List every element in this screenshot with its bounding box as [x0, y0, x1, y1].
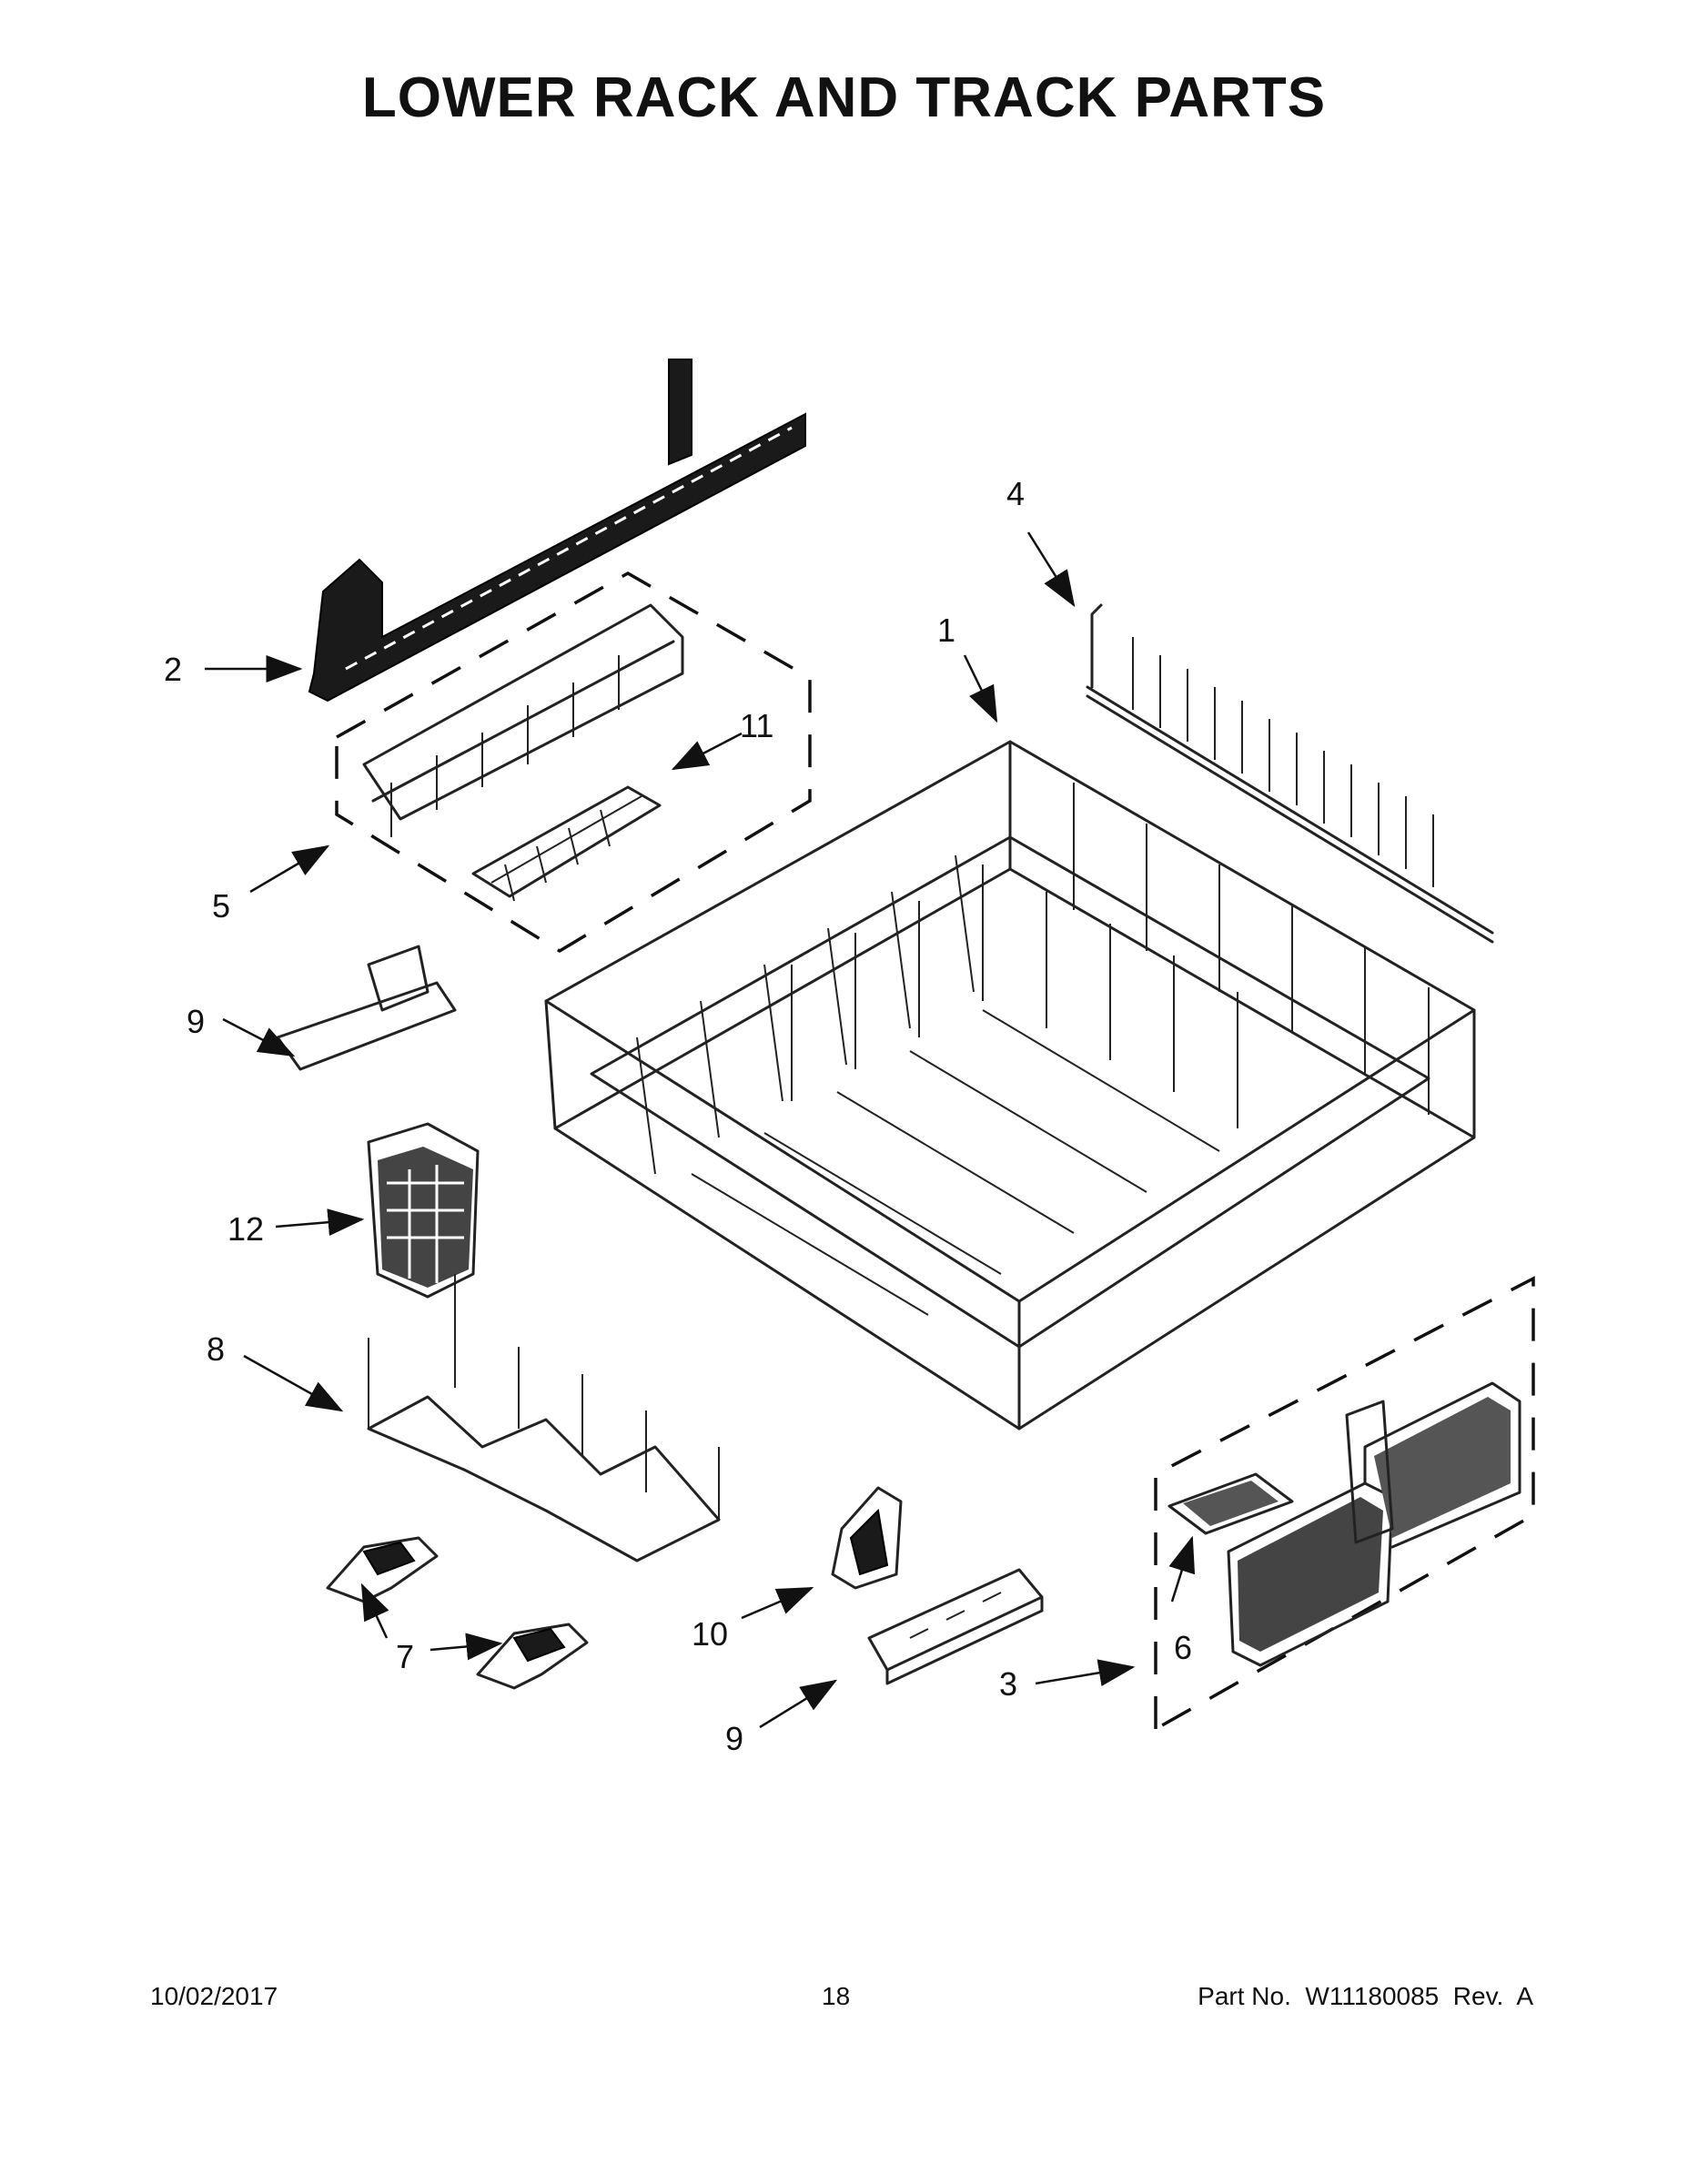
callout-9-upper: 9 — [187, 1003, 206, 1040]
small-basket-part — [367, 1122, 480, 1299]
callout-6: 6 — [1174, 1629, 1193, 1666]
wine-rack-part — [367, 1274, 721, 1562]
callout-1: 1 — [937, 612, 956, 649]
callout-3: 3 — [999, 1665, 1018, 1703]
rack-roller-part-7a — [326, 1536, 439, 1603]
rack-clip-part-9a — [276, 945, 457, 1071]
assembly-5-outline — [335, 571, 812, 954]
callout-10: 10 — [692, 1615, 729, 1653]
tine-row-part — [1086, 603, 1494, 944]
rack-clip-part-9b — [867, 1568, 1044, 1685]
assembly-3-outline — [1154, 1276, 1535, 1731]
lower-rack-part — [544, 740, 1476, 1431]
footer-date: 10/02/2017 — [150, 1982, 278, 2010]
wire-shelf-part — [362, 603, 684, 837]
cup-clip-part-11 — [471, 785, 662, 902]
callout-12: 12 — [227, 1210, 265, 1248]
callout-2: 2 — [164, 651, 183, 688]
footer-part-number: Part No. W11180085 Rev. A — [1198, 1982, 1533, 2010]
callout-8: 8 — [207, 1330, 226, 1368]
page-title: LOWER RACK AND TRACK PARTS — [361, 66, 1327, 129]
callout-11: 11 — [740, 707, 774, 744]
callout-5: 5 — [212, 887, 231, 925]
callout-7: 7 — [396, 1638, 415, 1675]
callout-4: 4 — [1006, 475, 1026, 512]
footer-page-number: 18 — [822, 1982, 851, 2010]
silverware-basket-part — [1227, 1381, 1521, 1667]
stop-clip-part-10 — [831, 1486, 903, 1590]
basket-lid-part — [1167, 1472, 1294, 1535]
callout-9-lower: 9 — [725, 1720, 744, 1757]
track-rail-part — [308, 359, 806, 703]
rack-roller-part-7b — [476, 1623, 589, 1690]
leader-arrows — [205, 531, 1196, 1729]
